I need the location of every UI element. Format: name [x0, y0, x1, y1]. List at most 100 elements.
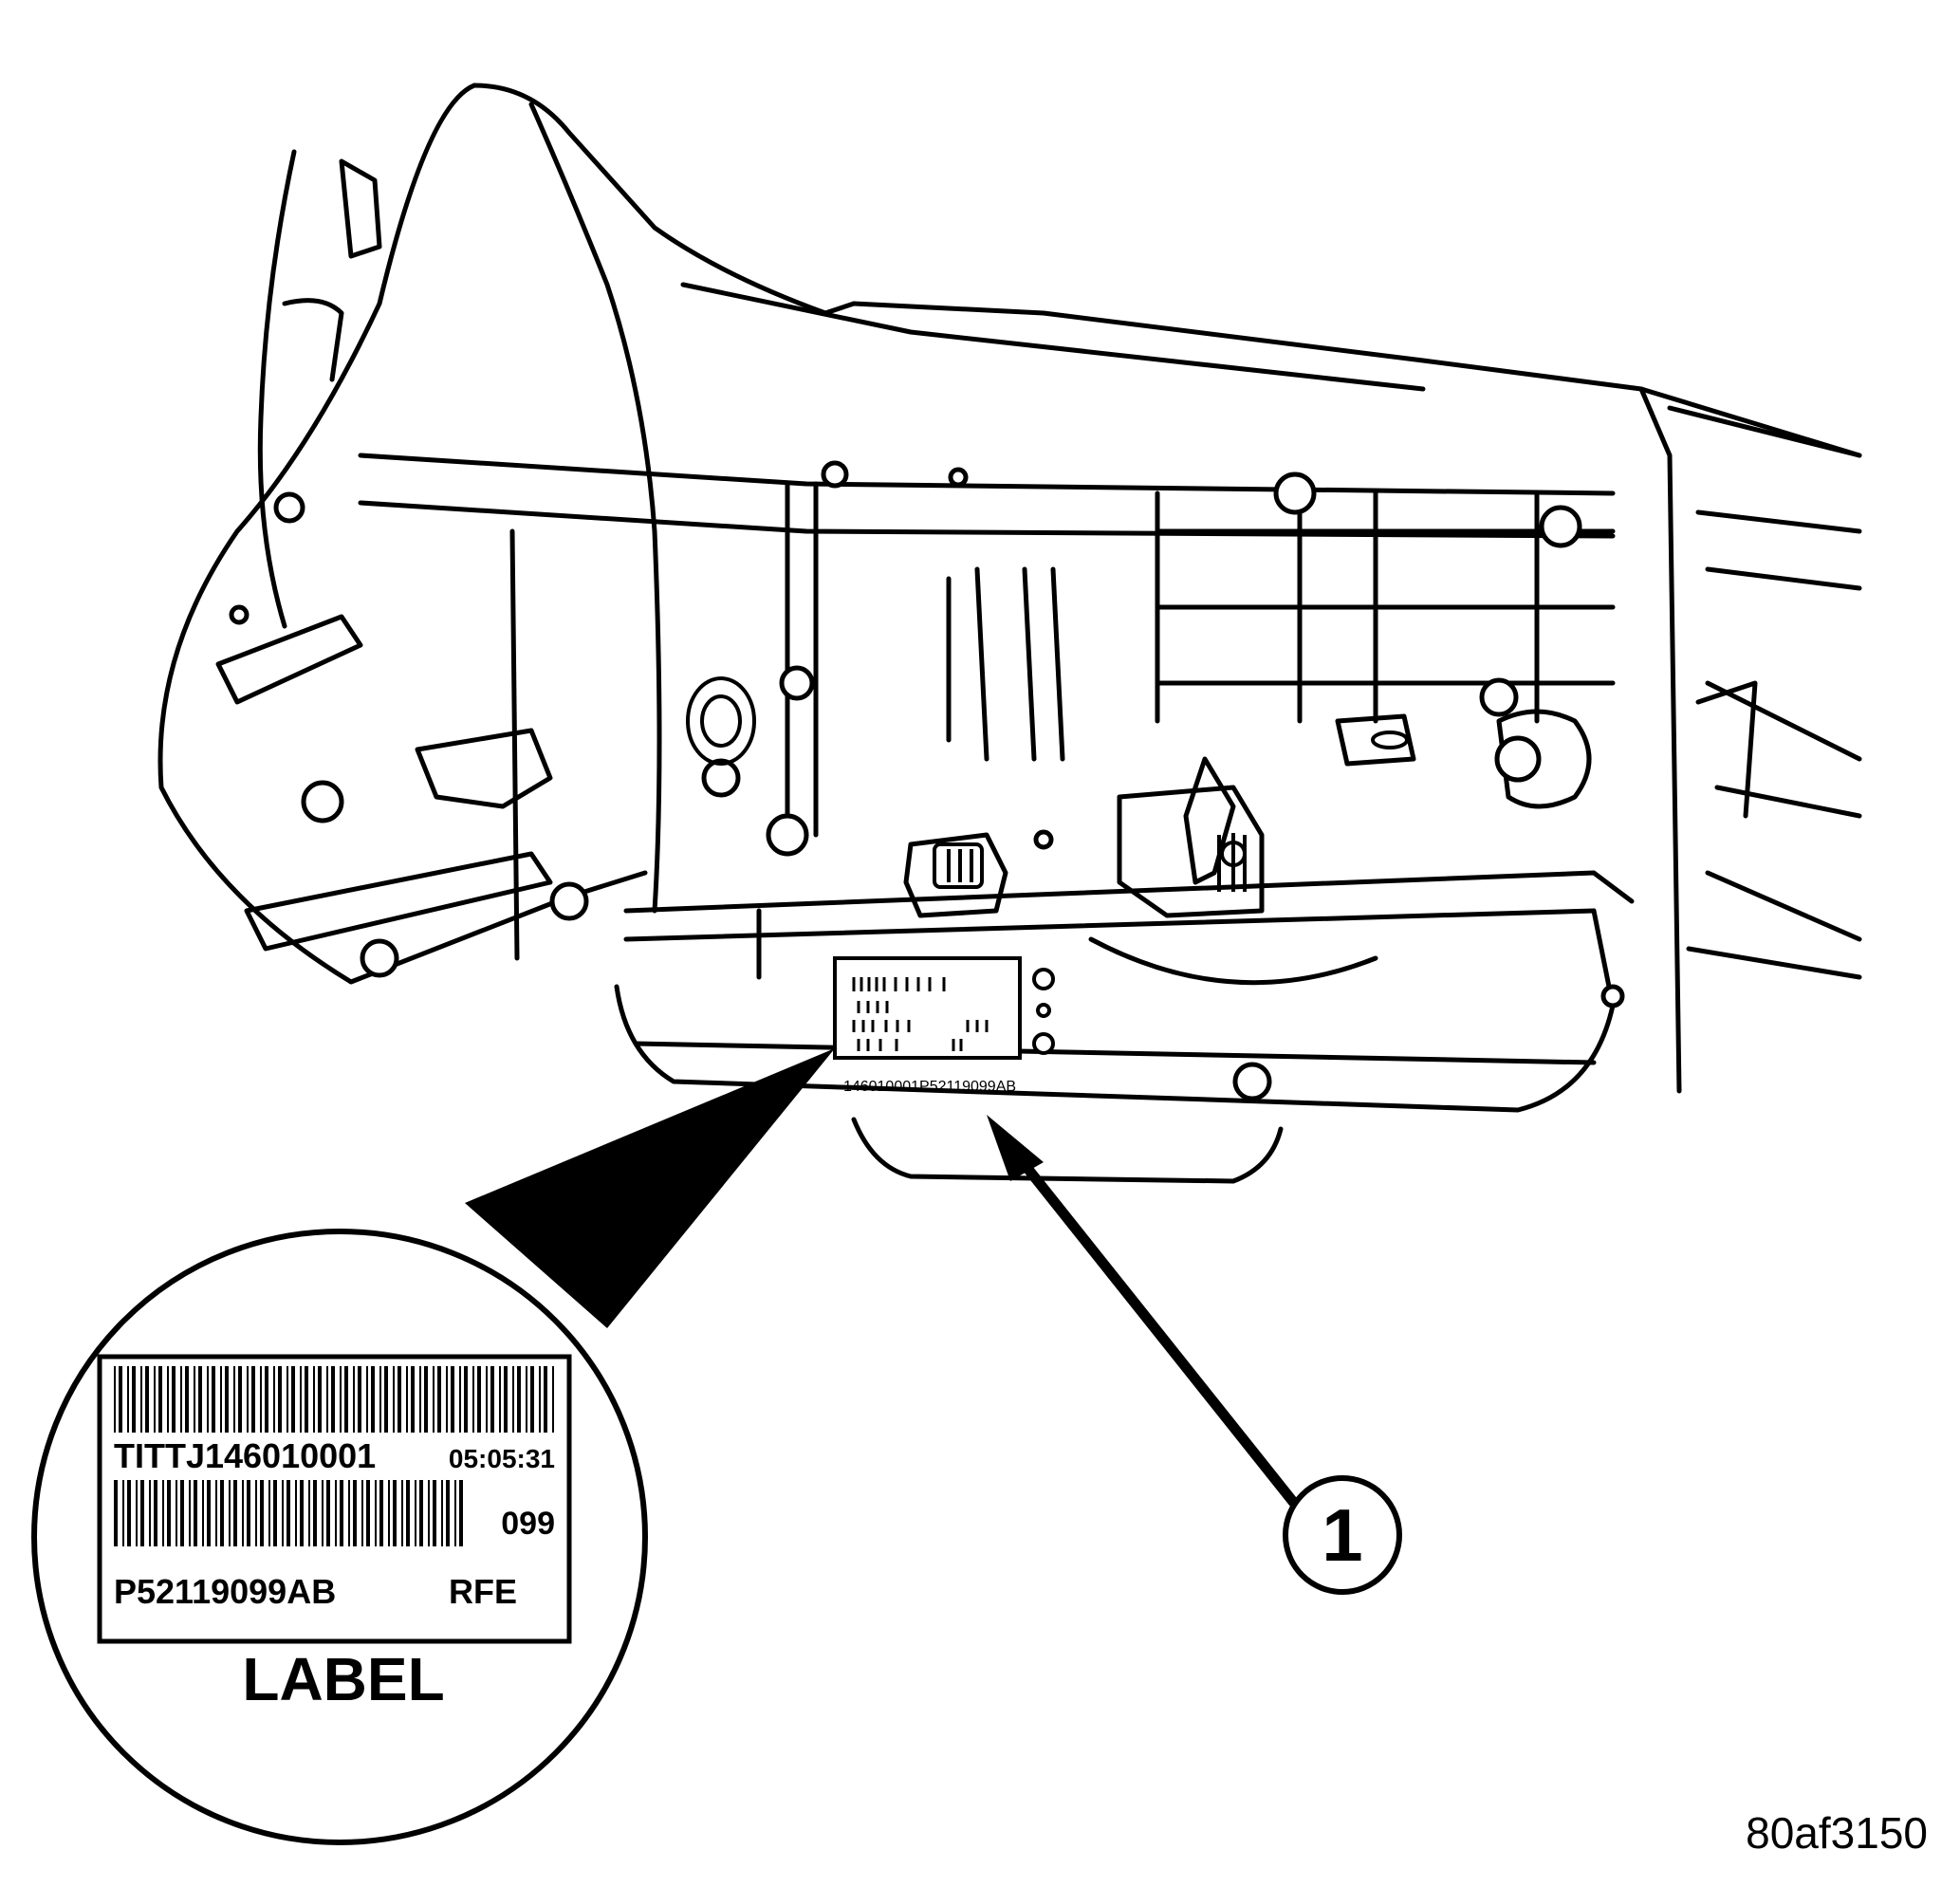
barcode-bar: [406, 1366, 408, 1433]
barcode-bar: [419, 1366, 421, 1433]
barcode-bar: [539, 1366, 541, 1433]
transmission-housing: [157, 83, 1862, 1184]
barcode-bar: [212, 1366, 215, 1433]
barcode-bar: [127, 1366, 129, 1433]
barcode-bar: [189, 1480, 191, 1546]
barcode-bar: [313, 1480, 317, 1546]
barcode-bar: [251, 1366, 255, 1433]
barcode-bar: [393, 1480, 397, 1546]
callout-leader: [987, 1115, 1309, 1520]
label-caption: LABEL: [242, 1645, 444, 1713]
barcode-bar: [145, 1366, 149, 1433]
barcode-bar: [411, 1366, 415, 1433]
barcode-bar: [472, 1366, 474, 1433]
barcode-bar: [273, 1480, 277, 1546]
barcode-bar: [158, 1366, 162, 1433]
barcode-top: [114, 1366, 554, 1433]
barcode-bar: [490, 1366, 494, 1433]
barcode-bar: [233, 1366, 235, 1433]
barcode-bar: [326, 1366, 328, 1433]
barcode-bar: [291, 1366, 295, 1433]
barcode-bar: [207, 1366, 209, 1433]
barcode-bar: [176, 1480, 177, 1546]
barcode-bar: [499, 1366, 501, 1433]
barcode-bar: [132, 1366, 136, 1433]
barcode-bar: [215, 1480, 217, 1546]
barcode-bar: [517, 1366, 521, 1433]
barcode-bar: [154, 1480, 157, 1546]
barcode-bar: [526, 1366, 527, 1433]
barcode-bar: [140, 1480, 144, 1546]
barcode-bar: [398, 1366, 401, 1433]
connectors: [686, 676, 1409, 892]
barcode-bar: [504, 1366, 508, 1433]
barcode-bar: [300, 1480, 304, 1546]
barcode-bar: [348, 1480, 350, 1546]
barcode-bar: [229, 1480, 231, 1546]
barcode-bar: [353, 1366, 355, 1433]
barcode-bar: [353, 1480, 357, 1546]
label-line2-right: 099: [501, 1506, 555, 1542]
barcode-bar: [273, 1366, 275, 1433]
barcode-bar: [308, 1480, 310, 1546]
barcode-bar: [242, 1480, 244, 1546]
barcode-bar: [198, 1366, 202, 1433]
barcode-bar: [185, 1366, 189, 1433]
barcode-bar: [255, 1480, 257, 1546]
barcode-bar: [454, 1480, 456, 1546]
barcode-bar: [127, 1480, 131, 1546]
barcode-bar: [167, 1366, 169, 1433]
barcode-bar: [433, 1366, 435, 1433]
barcode-bar: [140, 1366, 142, 1433]
barcode-bar: [220, 1480, 224, 1546]
magnifier-wedge: [465, 1048, 835, 1328]
barcode-bar: [433, 1480, 436, 1546]
barcode-bar: [366, 1366, 368, 1433]
barcode-bar: [340, 1366, 342, 1433]
barcode-bar: [233, 1480, 237, 1546]
barcode-bar: [305, 1366, 308, 1433]
barcode-bar: [361, 1480, 363, 1546]
barcode-bar: [282, 1480, 284, 1546]
barcode-bar: [437, 1366, 441, 1433]
barcode-bar: [268, 1480, 270, 1546]
barcode-bar: [172, 1366, 176, 1433]
barcode-bar: [441, 1480, 443, 1546]
barcode-bar: [326, 1480, 330, 1546]
barcode-bar: [388, 1480, 390, 1546]
barcode-bar: [194, 1480, 197, 1546]
barcode-bar: [260, 1366, 262, 1433]
label-line1-left: TITTJ146010001: [114, 1436, 376, 1475]
barcode-bar: [136, 1480, 138, 1546]
label-line1-right: 05:05:31: [449, 1444, 555, 1473]
barcode-bar: [530, 1366, 534, 1433]
barcode-bar: [114, 1366, 116, 1433]
barcode-bar: [287, 1366, 288, 1433]
barcode-bar: [202, 1480, 204, 1546]
barcode-bar: [167, 1480, 171, 1546]
barcode-bar: [340, 1480, 343, 1546]
barcode-bar: [384, 1366, 388, 1433]
callout-number: 1: [1322, 1493, 1362, 1577]
barcode-bar: [265, 1366, 268, 1433]
barcode-bar: [379, 1366, 381, 1433]
barcode-bar: [225, 1366, 229, 1433]
barcode-bar: [486, 1366, 488, 1433]
barcode-bar: [393, 1366, 395, 1433]
barcode-bottom: [114, 1480, 463, 1546]
barcode-bar: [379, 1480, 383, 1546]
barcode-bar: [278, 1366, 282, 1433]
barcode-bar: [451, 1366, 454, 1433]
barcode-bar: [295, 1480, 297, 1546]
barcode-bar: [477, 1366, 481, 1433]
case-stamp-text: 146010001P52119099AB: [843, 1079, 1016, 1095]
barcode-bar: [322, 1480, 324, 1546]
barcode-bar: [371, 1366, 375, 1433]
barcode-bar: [180, 1366, 182, 1433]
barcode-bar: [260, 1480, 264, 1546]
barcode-bar: [247, 1366, 249, 1433]
barcode-bar: [446, 1366, 448, 1433]
callout-1: 1: [1283, 1475, 1402, 1595]
barcode-bar: [459, 1480, 463, 1546]
barcode-bar: [358, 1366, 361, 1433]
